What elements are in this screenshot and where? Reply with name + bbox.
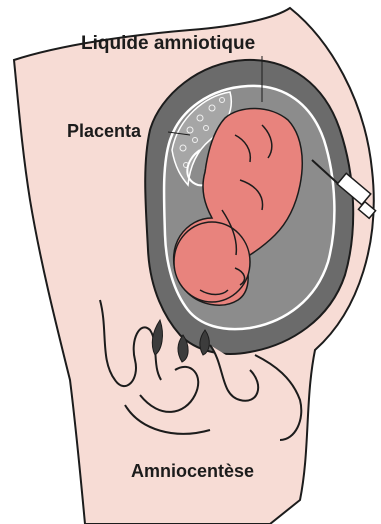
label-amniocentesis: Amniocentèse bbox=[131, 461, 254, 482]
label-placenta: Placenta bbox=[67, 121, 141, 142]
label-amniotic-fluid: Liquide amniotique bbox=[81, 33, 255, 55]
